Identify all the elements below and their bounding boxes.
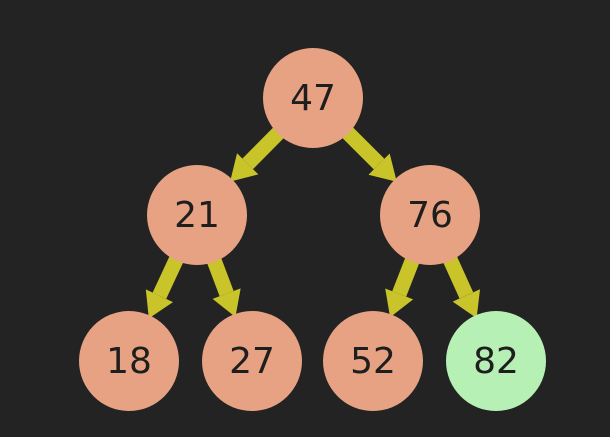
edge-arrowhead (230, 153, 259, 182)
node-circle-highlighted (446, 311, 546, 411)
node-label: 21 (174, 195, 220, 236)
node-circle (263, 48, 363, 148)
node-circle (79, 311, 179, 411)
edge-arrowhead (145, 289, 173, 319)
edge-arrowhead (368, 153, 397, 182)
tree-node-52: 52 (323, 311, 423, 411)
tree-node-76: 76 (380, 165, 480, 265)
node-circle (380, 165, 480, 265)
node-label: 82 (473, 341, 519, 382)
node-circle (323, 311, 423, 411)
node-circle (202, 311, 302, 411)
edge-arrowhead (385, 288, 414, 318)
edge-arrowhead (452, 289, 481, 319)
tree-node-18: 18 (79, 311, 179, 411)
tree-node-21: 21 (147, 165, 247, 265)
node-circle (147, 165, 247, 265)
node-label: 27 (229, 341, 275, 382)
edge-arrowhead (212, 288, 241, 318)
node-label: 18 (106, 341, 152, 382)
tree-node-47: 47 (263, 48, 363, 148)
node-label: 76 (407, 195, 453, 236)
tree-node-27: 27 (202, 311, 302, 411)
tree-node-82: 82 (446, 311, 546, 411)
node-label: 52 (350, 341, 396, 382)
nodes-layer: 47 21 76 18 27 52 82 (79, 48, 546, 411)
node-label: 47 (290, 78, 336, 119)
